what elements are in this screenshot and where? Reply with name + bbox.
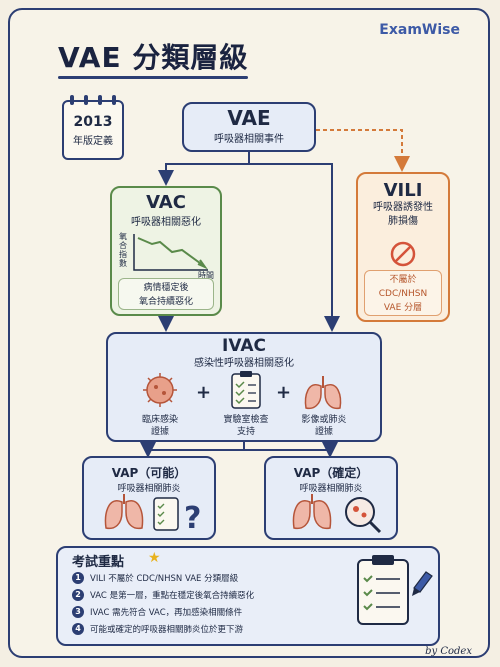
vac-title: VAC — [146, 192, 186, 213]
vac-note: 病情穩定後 氧合持續惡化 — [118, 278, 214, 310]
graph-xlabel: 時間 — [198, 271, 214, 280]
vac-note-line1: 病情穩定後 — [143, 283, 189, 293]
prohibited-icon — [390, 241, 416, 267]
vap-confirmed-box: VAP（確定） 呼吸器相關肺炎 — [264, 456, 398, 540]
calendar-icon — [70, 95, 116, 105]
graph-ylabel: 氧合指數 — [119, 232, 127, 268]
vap-possible-subtitle: 呼吸器相關肺炎 — [117, 484, 181, 494]
brand-logo: ExamWise — [379, 22, 460, 38]
plus-sign: + — [196, 382, 212, 403]
vap-possible-box: VAP（可能） 呼吸器相關肺炎 ? — [82, 456, 216, 540]
ivac-item-1: 臨床感染 證據 — [141, 415, 178, 437]
vili-subtitle-line1: 呼吸器誘發性 — [373, 202, 433, 213]
lungs-icon — [304, 376, 342, 410]
ivac-item-2: 實驗室檢查 支持 — [223, 415, 269, 437]
vac-subtitle: 呼吸器相關惡化 — [131, 217, 201, 228]
vili-subtitle-line2: 肺損傷 — [388, 216, 418, 227]
vap-confirmed-title: VAP（確定） — [293, 466, 369, 480]
ivac-icons — [143, 371, 342, 410]
vap-confirmed-icons — [292, 494, 382, 534]
checklist-icon — [153, 497, 179, 531]
title-underline — [58, 76, 248, 79]
vili-note-line1: 不屬於 — [389, 275, 417, 285]
exam-title: 考試重點 — [72, 555, 125, 570]
vac-note-line2: 氧合持續惡化 — [138, 297, 193, 307]
plus-sign: + — [276, 382, 292, 403]
vili-note-line2: CDC/NHSN — [378, 289, 428, 299]
vap-confirmed-subtitle: 呼吸器相關肺炎 — [299, 484, 363, 494]
ivac-subtitle: 感染性呼吸器相關惡化 — [194, 358, 294, 369]
vili-title: VILI — [383, 180, 423, 201]
clipboard-pen-icon — [357, 555, 433, 625]
arrow-vae-to-vili — [316, 129, 410, 172]
page-title: VAE 分類層級 — [58, 41, 249, 74]
vac-box: VAC 呼吸器相關惡化 氧合指數 時間 病情穩定後 氧合持續惡化 — [110, 186, 222, 316]
vae-subtitle: 呼吸器相關事件 — [214, 134, 284, 145]
calendar-year: 2013 — [73, 114, 113, 130]
lungs-icon — [292, 494, 332, 530]
vili-note-line3: VAE 分層 — [383, 303, 423, 313]
arrow-vae-to-vac — [158, 152, 250, 186]
vili-note: 不屬於 CDC/NHSN VAE 分層 — [364, 270, 442, 316]
arrow-vae-to-ivac — [249, 163, 340, 332]
ivac-title: IVAC — [222, 336, 266, 356]
vili-box: VILI 呼吸器誘發性 肺損傷 不屬於 CDC/NHSN VAE 分層 — [356, 172, 450, 322]
vap-possible-icons: ? — [104, 494, 201, 536]
lungs-icon — [104, 494, 144, 530]
signature: by Codex — [425, 646, 472, 657]
virus-icon — [143, 373, 177, 407]
vap-possible-title: VAP（可能） — [111, 466, 187, 480]
calendar-subtitle: 年版定義 — [73, 136, 113, 147]
star-icon: ★ — [148, 550, 161, 566]
ivac-box: IVAC 感染性呼吸器相關惡化 + + 臨床感染 證據 — [106, 332, 382, 442]
question-mark-icon: ? — [184, 501, 201, 536]
vae-box: VAE 呼吸器相關事件 — [182, 102, 316, 152]
checklist-icon — [231, 371, 261, 409]
calendar-badge: 2013 年版定義 — [62, 95, 124, 160]
decline-graph-icon — [133, 234, 208, 271]
vae-title: VAE — [227, 106, 271, 130]
magnifier-icon — [345, 497, 382, 534]
ivac-item-3: 影像或肺炎 證據 — [301, 415, 347, 437]
